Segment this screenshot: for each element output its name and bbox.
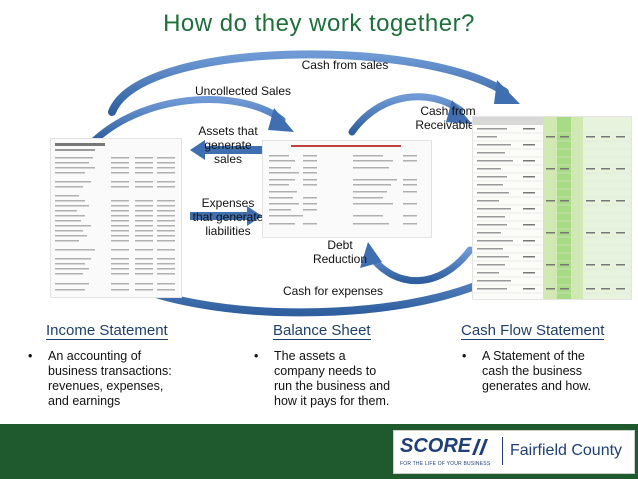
label-expenses-generate-liabilities: Expenses that generate liabilities bbox=[192, 196, 264, 238]
bullet-text: A Statement of the cash the business gen… bbox=[482, 349, 592, 393]
balance-sheet-thumbnail bbox=[262, 140, 432, 238]
assets-generate-sales-arrow bbox=[190, 140, 262, 160]
uncollected-sales-arrowhead bbox=[268, 108, 294, 132]
cash-flow-thumbnail bbox=[472, 116, 632, 300]
bullet-text: The assets a company needs to run the bu… bbox=[274, 349, 391, 408]
cash-flow-spreadsheet-grid bbox=[473, 117, 631, 299]
score-logo: SCORE FOR THE LIFE OF YOUR BUSINESS Fair… bbox=[393, 430, 635, 474]
cash-from-sales-arrowhead bbox=[494, 80, 520, 104]
cash-from-receivables-arrowhead bbox=[446, 100, 472, 124]
label-uncollected-sales: Uncollected Sales bbox=[194, 84, 292, 98]
score-logo-mark-icon bbox=[472, 439, 488, 455]
heading-balance-sheet: Balance Sheet bbox=[273, 322, 371, 340]
income-statement-description: • An accounting of business transactions… bbox=[28, 349, 228, 413]
score-logo-wordmark: SCORE bbox=[400, 435, 472, 457]
score-logo-tagline: FOR THE LIFE OF YOUR BUSINESS bbox=[400, 461, 491, 467]
label-cash-from-sales: Cash from sales bbox=[301, 58, 389, 72]
balance-sheet-description: • The assets a company needs to run the … bbox=[254, 349, 454, 413]
debt-reduction-arrowhead bbox=[360, 242, 382, 268]
debt-reduction-arrow bbox=[366, 246, 474, 285]
chapter-name: Fairfield County bbox=[510, 442, 623, 459]
cash-flow-statement-description: • A Statement of the cash the business g… bbox=[462, 349, 632, 397]
heading-cash-flow-statement: Cash Flow Statement bbox=[461, 322, 605, 340]
bullet-marker: • bbox=[28, 349, 33, 363]
label-cash-for-expenses: Cash for expenses bbox=[282, 284, 384, 298]
income-statement-table-lines bbox=[55, 143, 175, 291]
balance-sheet-table-lines bbox=[269, 145, 417, 225]
uncollected-sales-arrow bbox=[91, 96, 286, 144]
label-cash-from-receivables: Cash from Receivables bbox=[415, 104, 481, 132]
income-statement-thumbnail bbox=[50, 138, 182, 298]
cash-from-sales-arrow bbox=[108, 50, 509, 116]
bullet-text: An accounting of business transactions: … bbox=[48, 349, 172, 408]
label-assets-generate-sales: Assets that generate sales bbox=[198, 124, 258, 166]
bullet-marker: • bbox=[254, 349, 259, 363]
logo-divider bbox=[502, 437, 503, 465]
cash-from-receivables-arrow bbox=[348, 93, 464, 136]
expenses-generate-liabilities-arrow bbox=[190, 206, 262, 226]
slide-title: How do they work together? bbox=[163, 10, 475, 37]
bullet-marker: • bbox=[462, 349, 467, 363]
label-debt-reduction: Debt Reduction bbox=[312, 238, 368, 266]
heading-income-statement: Income Statement bbox=[46, 322, 168, 340]
